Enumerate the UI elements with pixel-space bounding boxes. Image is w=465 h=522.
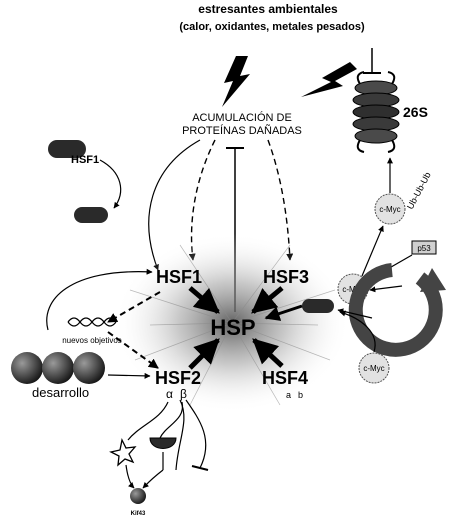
lightning-bolt-icon [301, 62, 357, 97]
hsf2-alpha-label: α [166, 387, 173, 401]
hsf4-b-label: b [298, 390, 303, 400]
cup-molecule-icon [150, 438, 176, 449]
proteasome-26s-icon [353, 72, 399, 152]
ubiquitin-label: Ub-Ub-Ub [405, 170, 433, 210]
hsf1-monomer-molecule [74, 207, 108, 223]
hsf4-a-label: a [286, 390, 291, 400]
cycle-to-cmyc-arrow [370, 286, 402, 290]
stressors-examples: (calor, oxidantes, metales pesados) [179, 21, 365, 33]
hsf2-beta-branch-line [160, 402, 183, 438]
hsf2-beta-label: β [180, 387, 187, 401]
embryo-cells-icon [11, 352, 105, 384]
hsf3-label: HSF3 [263, 267, 309, 287]
hsf1-activation-arrow [100, 160, 121, 208]
dna-helix-icon [68, 318, 116, 326]
development-label: desarrollo [32, 385, 89, 400]
lightning-bolt-icon [222, 56, 250, 107]
kif-ball-icon [130, 488, 146, 504]
hsf-bound-molecule [302, 299, 334, 313]
stressors-title: estresantes ambientales [198, 2, 338, 16]
accumulation-label-1: ACUMULACIÓN DE [192, 111, 292, 124]
cmyc-bottom-label: c-Myc [363, 364, 384, 373]
hsf2-beta-inhibition-bar [192, 466, 208, 470]
hsf1-label: HSF1 [156, 267, 202, 287]
cmyc-top-label: c-Myc [379, 205, 400, 214]
p53-label: p53 [417, 244, 431, 253]
cell-cycle-icon [356, 270, 436, 350]
star-to-kif-arrow [126, 465, 134, 488]
hsf1-inactive-label: HSF1 [71, 154, 99, 166]
accumulation-label-2: PROTEÍNAS DAÑADAS [182, 124, 302, 137]
proteasome-label: 26S [403, 104, 428, 120]
new-targets-label: nuevos objetivos [62, 336, 122, 345]
cup-to-kif-arrow [143, 470, 163, 488]
kif-label: Kif43 [131, 511, 146, 517]
star-molecule-icon [111, 440, 135, 465]
hsf2-return-arrow [176, 400, 184, 470]
hsf4-label: HSF4 [262, 368, 308, 388]
hsf2-label: HSF2 [155, 368, 201, 388]
hsp-label: HSP [210, 315, 255, 340]
